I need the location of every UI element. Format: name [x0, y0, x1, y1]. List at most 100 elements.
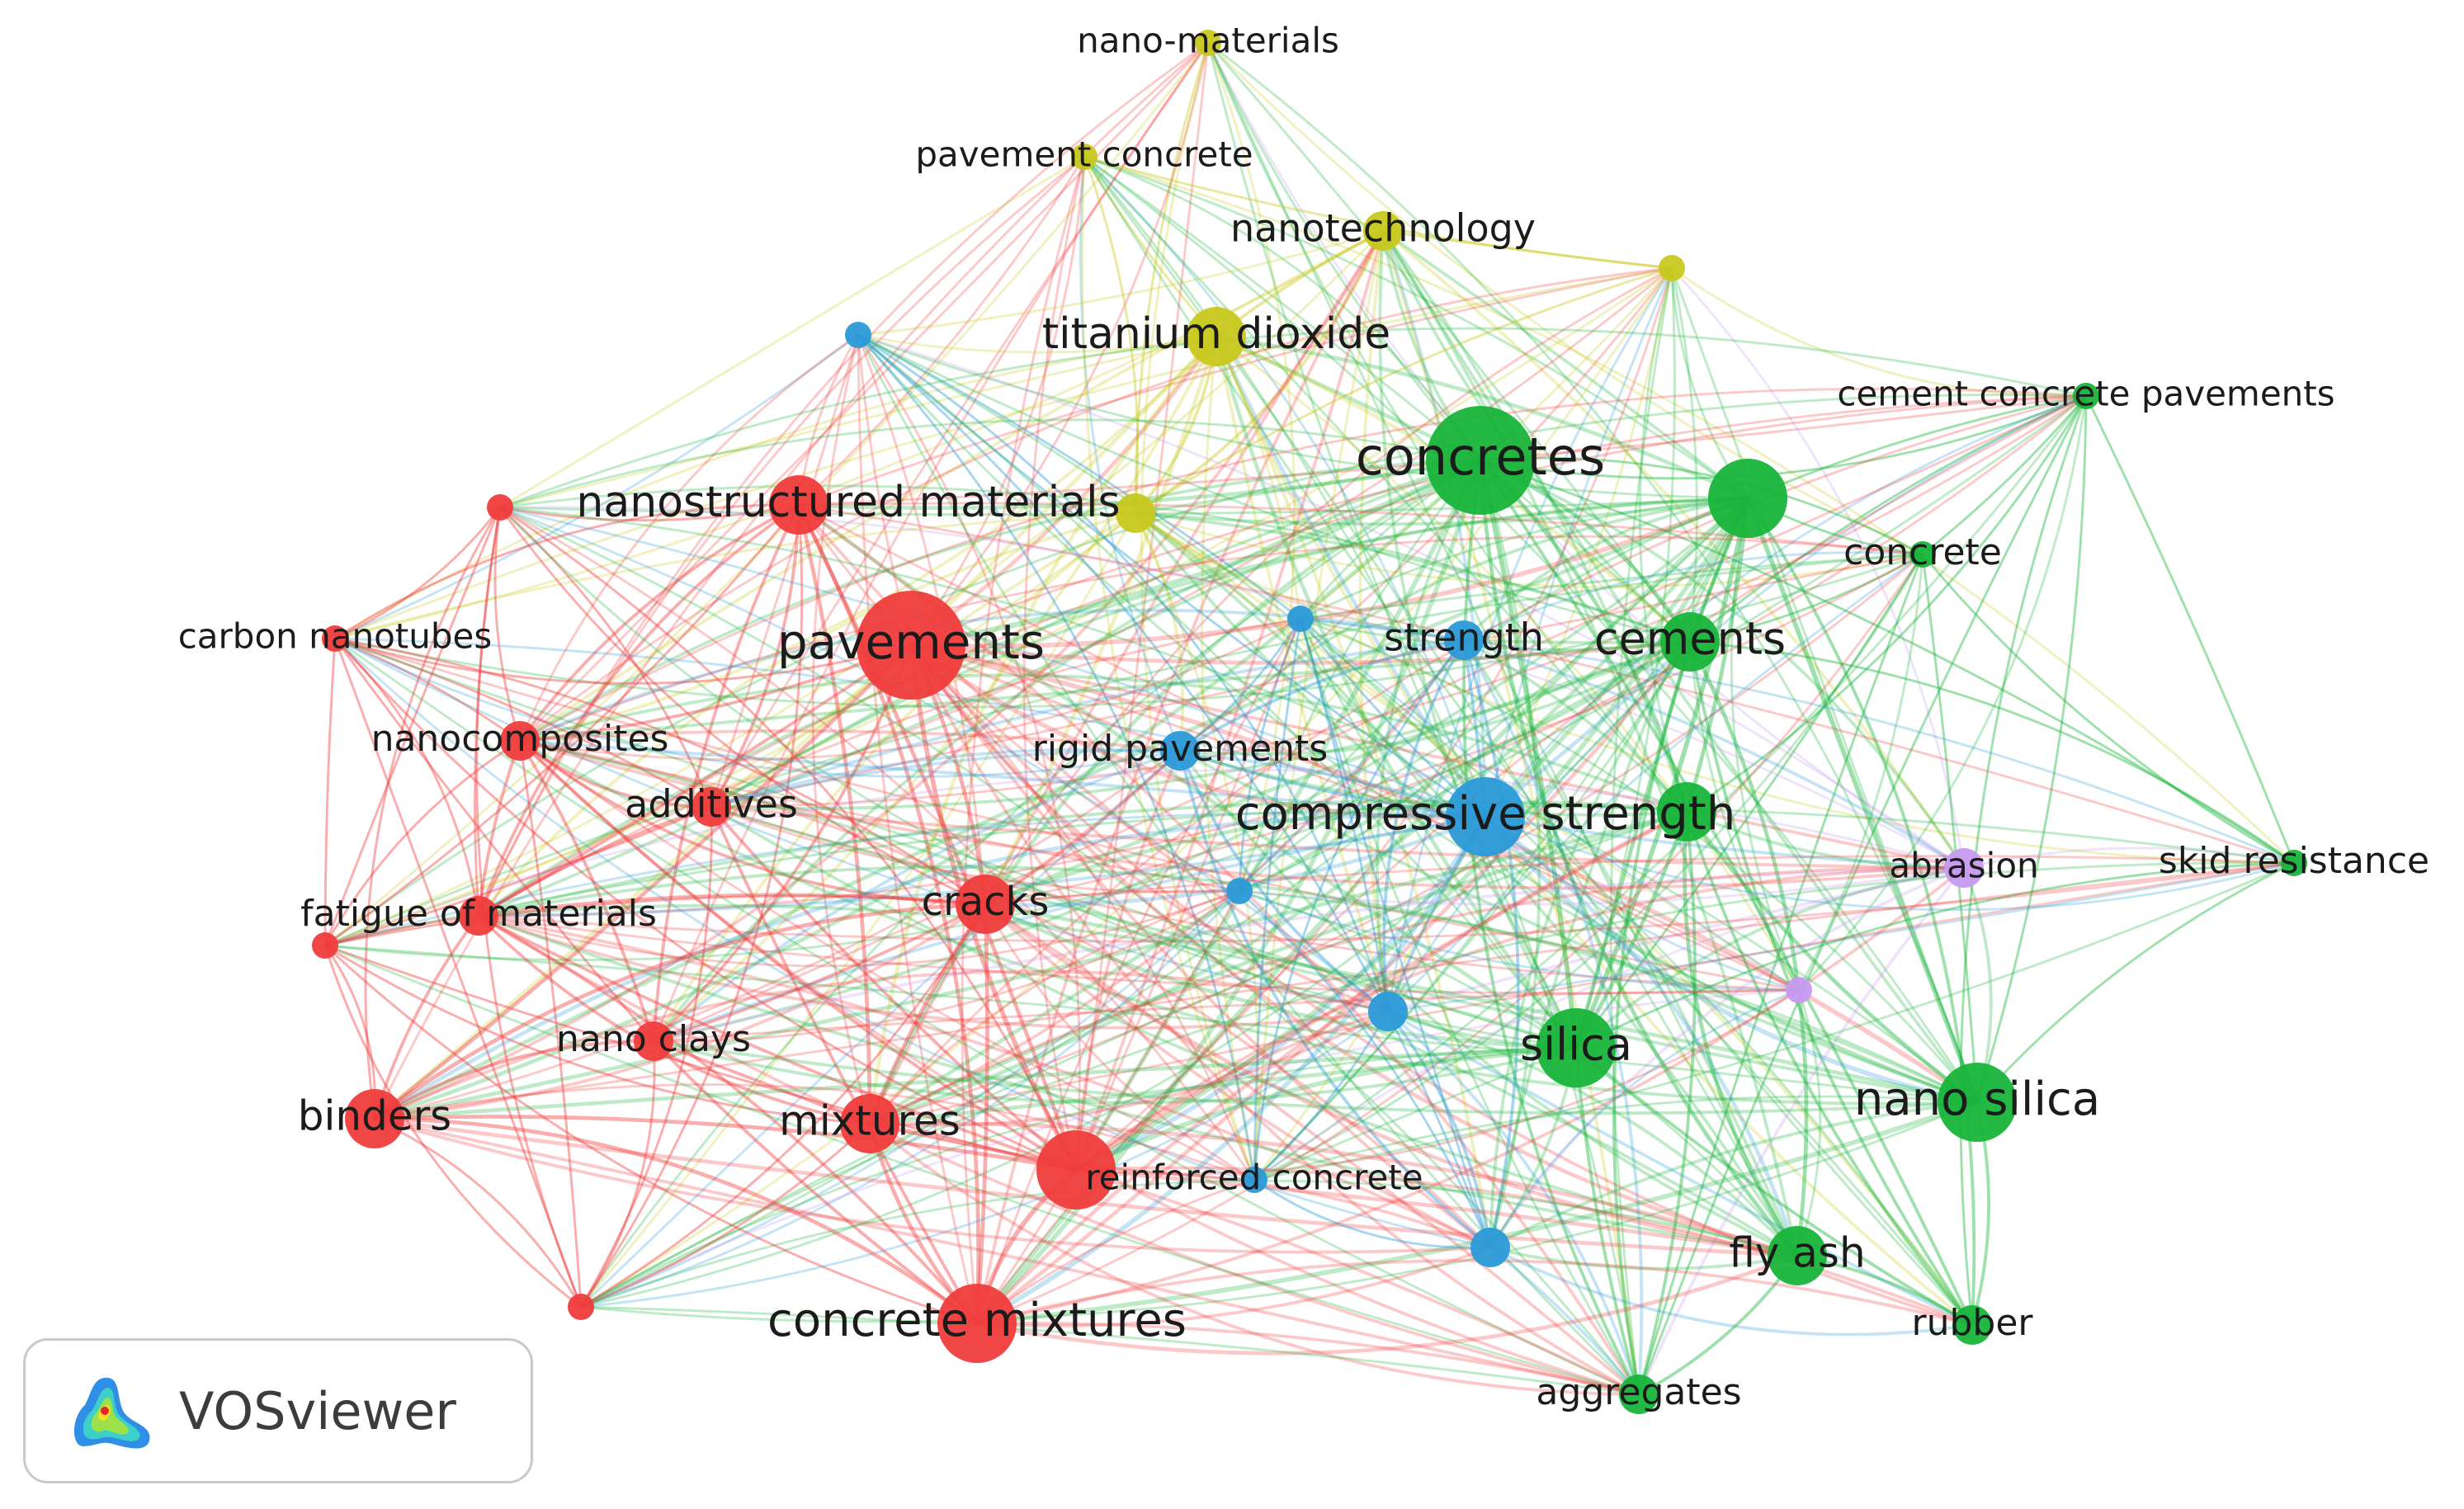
network-edge — [710, 805, 1078, 1172]
node-blue-bottom[interactable] — [1470, 1228, 1510, 1267]
network-edge — [372, 809, 1689, 1121]
node-blue-top[interactable] — [845, 322, 871, 348]
network-edge — [868, 1010, 1390, 1128]
node-titanium-dioxide[interactable] — [1187, 307, 1246, 366]
network-edge — [498, 506, 1256, 1181]
node-reinforced-concrete[interactable] — [1241, 1167, 1267, 1193]
node-fly-ash[interactable] — [1768, 1226, 1827, 1285]
network-edge — [1637, 810, 1697, 1396]
node-additives[interactable] — [692, 787, 731, 827]
network-edge — [1238, 866, 1966, 906]
network-edge — [333, 512, 1137, 640]
network-edge — [518, 739, 583, 1309]
node-cracks[interactable] — [956, 875, 1015, 934]
network-edge — [1381, 229, 1487, 818]
network-edge — [1214, 334, 1750, 501]
network-edge — [373, 229, 1385, 1120]
node-blue-lower[interactable] — [1368, 992, 1408, 1031]
network-edge — [1140, 41, 1256, 1181]
network-edge — [1074, 1167, 1800, 1258]
network-edge — [796, 502, 872, 1126]
network-edge — [1253, 1178, 1492, 1249]
network-edge — [868, 1122, 1640, 1396]
node-blue-center[interactable] — [1226, 878, 1253, 904]
node-nano-clays[interactable] — [634, 1021, 673, 1061]
node-nanostructured-materials[interactable] — [769, 475, 828, 535]
node-pavement-concrete[interactable] — [1071, 144, 1097, 170]
node-red-left-edge[interactable] — [312, 932, 338, 959]
network-edge — [477, 155, 1086, 917]
network-edge — [1178, 749, 1487, 818]
node-concrete-mixtures[interactable] — [937, 1284, 1017, 1363]
network-edge — [710, 503, 800, 809]
node-nanotechnology[interactable] — [1363, 211, 1403, 251]
network-edge — [975, 866, 1966, 1325]
node-yellow-mid[interactable] — [1116, 493, 1155, 533]
network-edge — [323, 944, 1979, 1104]
node-cements[interactable] — [1660, 612, 1720, 672]
node-strength[interactable] — [1444, 620, 1484, 660]
node-skid-resistance[interactable] — [2281, 850, 2307, 876]
node-red-bottom-small[interactable] — [568, 1294, 594, 1320]
network-edge — [909, 644, 1801, 992]
node-fatigue-of-materials[interactable] — [459, 896, 498, 936]
node-purple-small[interactable] — [1786, 977, 1812, 1003]
network-edge — [477, 914, 1799, 1257]
network-edge — [323, 394, 2088, 947]
node-rubber[interactable] — [1952, 1305, 1992, 1345]
node-concrete[interactable] — [1909, 541, 1936, 568]
node-compressive-strength[interactable] — [1446, 777, 1525, 856]
network-edge — [1478, 458, 1689, 814]
network-edge — [323, 944, 979, 1325]
node-green-big[interactable] — [1708, 459, 1787, 538]
network-edge — [867, 902, 988, 1126]
network-edge — [1206, 41, 1296, 893]
network-edge — [1478, 458, 1579, 1050]
node-aggregates[interactable] — [1619, 1375, 1659, 1414]
node-nano-silica[interactable] — [1938, 1063, 2017, 1142]
network-edge — [867, 1045, 1579, 1126]
network-edge — [1484, 815, 2296, 912]
network-edge — [333, 637, 655, 1043]
network-edge — [909, 643, 1488, 820]
network-edge — [518, 739, 1640, 1396]
node-rigid-pavements[interactable] — [1160, 731, 1200, 771]
network-edge — [1489, 1101, 1979, 1249]
node-label-cement-concrete-pavements: cement concrete pavements — [1837, 374, 2334, 414]
node-silica[interactable] — [1536, 1008, 1616, 1087]
network-edge — [333, 637, 1801, 992]
node-concretes[interactable] — [1426, 406, 1535, 515]
node-cement-concrete-pavements[interactable] — [2073, 383, 2099, 409]
node-pavements[interactable] — [857, 591, 965, 700]
node-carbon-nanotubes[interactable] — [322, 625, 348, 652]
network-edge — [1381, 229, 1673, 270]
network-edge — [518, 640, 1692, 743]
vosviewer-badge: VOSviewer — [23, 1338, 533, 1483]
node-blue-mid-top[interactable] — [1287, 606, 1314, 632]
network-edge — [1637, 394, 2088, 1396]
network-edge — [518, 333, 860, 743]
node-yellow-unlabeled[interactable] — [1659, 255, 1685, 281]
node-nanocomposites[interactable] — [500, 721, 540, 761]
network-edge — [477, 903, 1578, 1049]
network-edge — [579, 810, 1688, 1309]
network-edge — [1299, 617, 1692, 651]
network-edge — [518, 739, 1487, 818]
node-abrasion[interactable] — [1944, 848, 1984, 888]
node-red-reinforced[interactable] — [1036, 1130, 1116, 1210]
node-red-left-top[interactable] — [487, 494, 513, 521]
network-edge — [710, 640, 1692, 810]
network-edge — [983, 902, 1980, 1105]
node-nano-materials[interactable] — [1195, 30, 1221, 56]
node-label-aggregates: aggregates — [1536, 1371, 1741, 1413]
node-label-nanotechnology: nanotechnology — [1230, 206, 1536, 251]
network-edge — [1386, 861, 2296, 1013]
network-edge — [1358, 229, 1390, 1013]
network-edge — [1489, 640, 1692, 1249]
network-edge — [498, 484, 1692, 644]
node-green-mid[interactable] — [1657, 782, 1716, 842]
node-binders[interactable] — [345, 1089, 404, 1148]
node-mixtures[interactable] — [840, 1094, 899, 1153]
network-edge — [1386, 553, 1924, 1013]
network-edge — [1253, 229, 1385, 1181]
